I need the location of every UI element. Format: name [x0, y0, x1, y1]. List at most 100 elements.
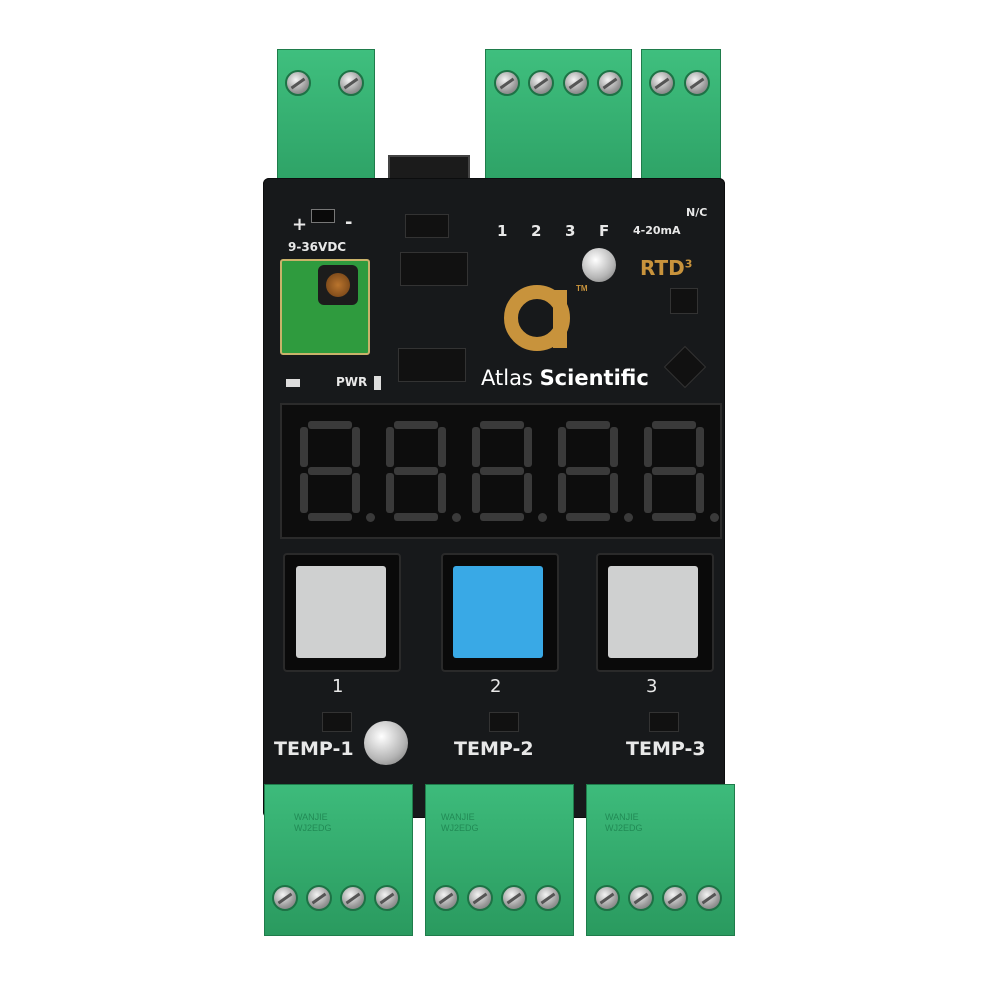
inductor-coil [326, 273, 350, 297]
button-1-face[interactable] [296, 566, 386, 658]
screw-terminal-icon[interactable] [628, 885, 654, 911]
model-name: RTD [640, 256, 685, 280]
mounting-screw-icon [364, 721, 408, 765]
ic-chip [405, 214, 449, 238]
ic-chip [398, 348, 466, 382]
button-3-face[interactable] [608, 566, 698, 658]
screw-terminal-icon[interactable] [535, 885, 561, 911]
analog-label: 4-20mA [633, 224, 681, 237]
display-digit [384, 421, 461, 522]
display-segment [352, 427, 360, 467]
screw-terminal-icon[interactable] [662, 885, 688, 911]
display-segment [472, 473, 480, 513]
pwr-indicator-led [374, 376, 381, 390]
ic-chip [322, 712, 352, 732]
display-segment [644, 473, 652, 513]
connector-brand: WANJIE [605, 812, 639, 822]
screw-terminal-icon[interactable] [563, 70, 589, 96]
pwr-led [286, 379, 300, 387]
display-segment [480, 467, 524, 475]
display-decimal-point [452, 513, 461, 522]
connector-code: WJ2EDG [605, 823, 643, 833]
power-minus-label: - [345, 212, 353, 233]
screw-terminal-icon[interactable] [684, 70, 710, 96]
screw-terminal-icon[interactable] [374, 885, 400, 911]
display-segment [696, 473, 704, 513]
display-segment [610, 427, 618, 467]
screw-terminal-icon[interactable] [597, 70, 623, 96]
display-segment [308, 513, 352, 521]
display-segment [558, 427, 566, 467]
display-segment [558, 473, 566, 513]
connector-code: WJ2EDG [294, 823, 332, 833]
display-segment [394, 467, 438, 475]
model-superscript: 3 [684, 257, 693, 271]
display-segment [438, 427, 446, 467]
temp-1-label: TEMP-1 [274, 738, 354, 760]
temp-3-terminal-block [586, 784, 735, 936]
screw-terminal-icon[interactable] [467, 885, 493, 911]
pwr-label: PWR [336, 375, 368, 389]
display-segment [394, 421, 438, 429]
screw-terminal-icon[interactable] [433, 885, 459, 911]
screw-terminal-icon[interactable] [494, 70, 520, 96]
screw-terminal-icon[interactable] [594, 885, 620, 911]
ic-chip [400, 252, 468, 286]
io-pin-2-label: 2 [531, 222, 542, 240]
display-segment [566, 421, 610, 429]
display-segment [480, 513, 524, 521]
display-segment [300, 427, 308, 467]
io-pin-1-label: 1 [497, 222, 508, 240]
display-decimal-point [366, 513, 375, 522]
atlas-logo-icon [503, 284, 571, 352]
display-segment [472, 427, 480, 467]
display-digit [298, 421, 375, 522]
screw-terminal-icon[interactable] [338, 70, 364, 96]
io-pin-f-label: F [599, 222, 610, 240]
io-pin-3-label: 3 [565, 222, 576, 240]
screw-terminal-icon[interactable] [501, 885, 527, 911]
button-2-number: 2 [490, 676, 502, 697]
connector-brand: WANJIE [294, 812, 328, 822]
connector-code: WJ2EDG [441, 823, 479, 833]
display-decimal-point [538, 513, 547, 522]
brand-name-bold: Scientific [539, 366, 649, 390]
ic-chip [649, 712, 679, 732]
power-led [311, 209, 335, 223]
button-2-face[interactable] [453, 566, 543, 658]
screw-terminal-icon[interactable] [696, 885, 722, 911]
display-segment [652, 467, 696, 475]
temp-1-terminal-block [264, 784, 413, 936]
screw-terminal-icon[interactable] [272, 885, 298, 911]
ic-chip [489, 712, 519, 732]
display-segment [610, 473, 618, 513]
screw-terminal-icon[interactable] [340, 885, 366, 911]
brand-name: Atlas Scientific [481, 366, 649, 390]
display-segment [394, 513, 438, 521]
display-digit [642, 421, 719, 522]
mounting-screw-icon [582, 248, 616, 282]
display-segment [438, 473, 446, 513]
display-segment [696, 427, 704, 467]
display-digit [470, 421, 547, 522]
voltage-label: 9-36VDC [288, 240, 347, 254]
power-plus-label: + [292, 214, 308, 235]
display-segment [652, 513, 696, 521]
brand-name-light: Atlas [481, 366, 533, 390]
display-segment [644, 427, 652, 467]
logo-trademark: TM [576, 284, 588, 293]
button-1-number: 1 [332, 676, 344, 697]
display-segment [480, 421, 524, 429]
display-segment [652, 421, 696, 429]
temp-3-label: TEMP-3 [626, 738, 706, 760]
connector-brand: WANJIE [441, 812, 475, 822]
display-segment [386, 473, 394, 513]
screw-terminal-icon[interactable] [528, 70, 554, 96]
button-3-number: 3 [646, 676, 658, 697]
screw-terminal-icon[interactable] [285, 70, 311, 96]
display-segment [566, 467, 610, 475]
screw-terminal-icon[interactable] [306, 885, 332, 911]
screw-terminal-icon[interactable] [649, 70, 675, 96]
display-decimal-point [624, 513, 633, 522]
display-segment [386, 427, 394, 467]
